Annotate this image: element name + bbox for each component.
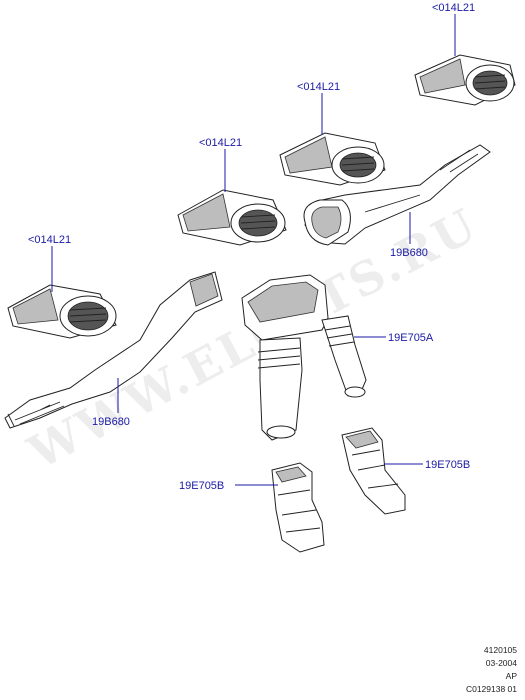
label-duct-right: 19B680: [390, 247, 428, 259]
label-vent-top-right: <014L21: [432, 2, 475, 14]
label-duct-rear-right: 19E705B: [425, 459, 470, 471]
duct-left[interactable]: [4, 271, 223, 429]
label-vent-center: <014L21: [199, 137, 242, 149]
label-duct-left: 19B680: [92, 416, 130, 428]
duct-rear-left[interactable]: [271, 462, 325, 553]
ref-code: 4120105: [483, 645, 517, 655]
vent-left[interactable]: [7, 284, 117, 339]
label-vent-left: <014L21: [28, 234, 71, 246]
ref-region: AP: [505, 671, 517, 681]
vent-top-right[interactable]: [414, 54, 516, 106]
label-duct-rear-left: 19E705B: [179, 480, 224, 492]
label-vent-upper-mid: <014L21: [297, 81, 340, 93]
label-duct-assembly: 19E705A: [388, 332, 434, 344]
duct-right[interactable]: [303, 144, 491, 246]
vent-center[interactable]: [177, 189, 287, 246]
ref-date: 03-2004: [485, 658, 517, 668]
duct-assembly[interactable]: [241, 274, 367, 441]
duct-rear-right[interactable]: [341, 427, 406, 515]
reference-block: 4120105 03-2004 AP C0129138 01: [437, 644, 517, 696]
vent-upper-mid[interactable]: [279, 132, 386, 186]
ref-sheet: C0129138 01: [465, 684, 517, 694]
